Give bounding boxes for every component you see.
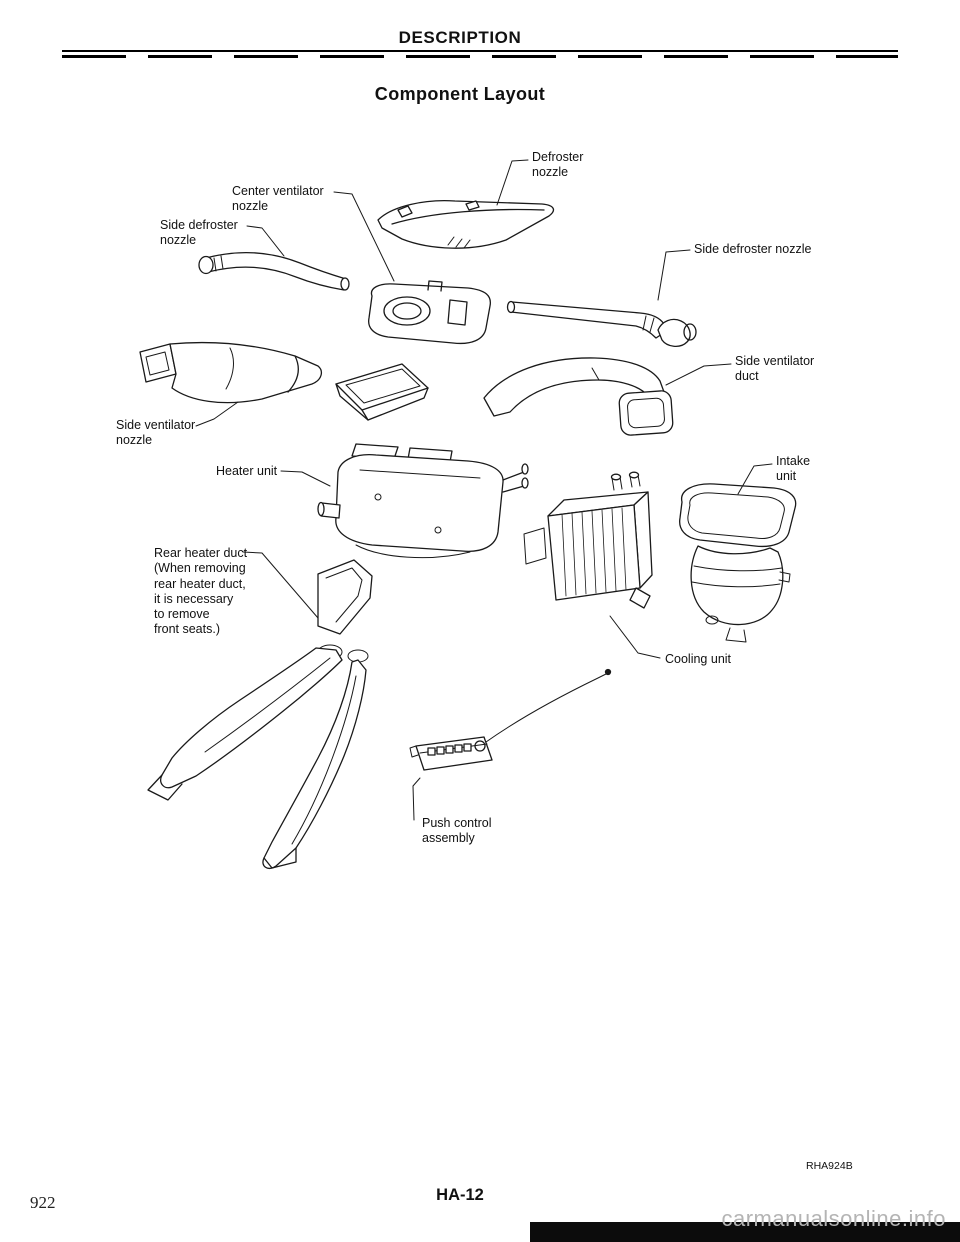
label-cooling-unit: Cooling unit <box>665 652 732 666</box>
side-ventilator-duct-part <box>483 357 674 436</box>
label-heater-unit: Heater unit <box>216 464 278 478</box>
label-rear-heater-duct: Rear heater duct (When removing rear hea… <box>154 546 248 637</box>
label-side-defroster-nozzle-left: Side defroster nozzle <box>160 218 238 248</box>
folio-number: 922 <box>30 1193 56 1212</box>
center-ventilator-nozzle-part <box>368 280 492 345</box>
side-ventilator-nozzle-part <box>139 341 323 404</box>
watermark: carmanualsonline.info <box>721 1206 946 1231</box>
rear-heater-duct-part <box>147 559 373 870</box>
label-side-ventilator-nozzle: Side ventilator nozzle <box>116 418 196 448</box>
figure-code: RHA924B <box>806 1160 853 1172</box>
cooling-unit-part <box>523 471 653 609</box>
label-defroster-nozzle: Defroster nozzle <box>532 150 584 180</box>
label-side-ventilator-duct: Side ventilator duct <box>735 354 815 384</box>
header-rule-dashed <box>62 55 898 58</box>
center-duct-part <box>335 363 429 421</box>
label-center-ventilator-nozzle: Center ventilator nozzle <box>232 184 324 214</box>
intake-unit-part <box>679 483 797 643</box>
leader-lines <box>195 159 773 821</box>
label-side-defroster-nozzle-right: Side defroster nozzle <box>694 242 812 256</box>
side-defroster-nozzle-left-part <box>198 252 350 291</box>
header-rule-solid <box>62 50 898 52</box>
defroster-nozzle-part <box>377 200 555 249</box>
label-intake-unit: Intake unit <box>776 454 811 484</box>
side-defroster-nozzle-right-part <box>506 300 697 347</box>
bottom-black-bar <box>530 1222 960 1242</box>
heater-unit-part <box>317 443 529 559</box>
label-push-control-assembly: Push control assembly <box>422 816 492 846</box>
push-control-assembly-part <box>409 668 612 771</box>
page-header: DESCRIPTION <box>398 28 522 47</box>
page-number: HA-12 <box>436 1186 484 1204</box>
section-title: Component Layout <box>374 84 546 104</box>
